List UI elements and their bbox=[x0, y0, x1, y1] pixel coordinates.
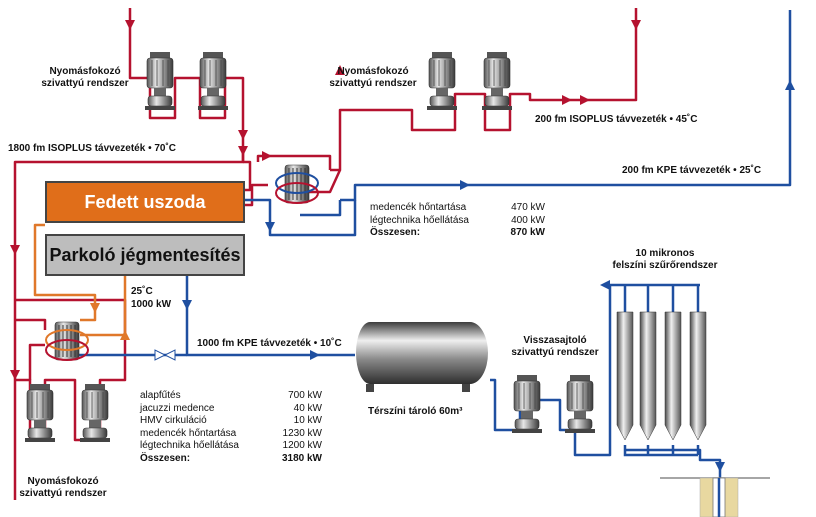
hot-pipe-main-left bbox=[128, 8, 245, 162]
hot-pipe-hx-bottom bbox=[15, 318, 47, 330]
pipe-label-1000-kpe: 1000 fm KPE távvezeték • 10˚C bbox=[197, 338, 342, 349]
cold-arrows bbox=[182, 80, 795, 472]
pump-reinjection-1-icon bbox=[511, 374, 543, 434]
pool-box: Fedett uszoda bbox=[45, 181, 245, 223]
well-icon bbox=[660, 477, 770, 517]
hot-pipe-hx2 bbox=[300, 169, 342, 194]
table-total-row: Összesen:3180 kW bbox=[140, 452, 322, 464]
filter-system-icon bbox=[616, 285, 707, 457]
storage-tank-icon bbox=[356, 322, 488, 392]
tank-label: Térszíni tároló 60m³ bbox=[368, 406, 463, 417]
cold-pipe-hx-right bbox=[300, 200, 342, 217]
warm-arrows bbox=[90, 303, 130, 340]
pump-top-left-2-icon bbox=[197, 51, 229, 111]
temp-label: 25˚C bbox=[131, 286, 153, 297]
cold-pipe-pool-hx bbox=[245, 198, 357, 237]
hot-pipe-hx-bottom2 bbox=[28, 343, 45, 380]
pipe-label-200-isoplus: 200 fm ISOPLUS távvezeték • 45˚C bbox=[535, 114, 698, 125]
hot-pipe-hx-loop bbox=[330, 8, 638, 172]
heat-exchanger-bottom-icon bbox=[45, 321, 89, 361]
cold-pipe-200kpe bbox=[340, 10, 792, 202]
pump-top-left-1-icon bbox=[144, 51, 176, 111]
pump-top-mid-2-icon bbox=[481, 51, 513, 111]
heat-exchanger-top-icon bbox=[275, 164, 319, 204]
cold-pipe-tank-out bbox=[490, 283, 700, 457]
warm-pipe-1 bbox=[33, 223, 97, 322]
pump-reinjection-2-icon bbox=[564, 374, 596, 434]
warm-pipe-2 bbox=[80, 276, 127, 337]
pump-top-mid-1-icon bbox=[426, 51, 458, 111]
pump-bottom-left-1-icon bbox=[24, 383, 56, 443]
hot-pipe-pool-return bbox=[245, 183, 268, 207]
hot-pipe-hx-top bbox=[256, 154, 332, 170]
table-total-row: Összesen:870 kW bbox=[370, 227, 545, 238]
power-label: 1000 kW bbox=[131, 299, 172, 310]
hot-pipe-pool-feed bbox=[243, 160, 252, 192]
hot-arrows bbox=[10, 20, 641, 380]
valve-icon bbox=[154, 349, 176, 361]
pipe-label-200-kpe: 200 fm KPE távvezeték • 25˚C bbox=[622, 165, 762, 176]
pump-bottom-left-2-icon bbox=[79, 383, 111, 443]
parking-box: Parkoló jégmentesítés bbox=[45, 234, 245, 276]
pipe-label-1800: 1800 fm ISOPLUS távvezeték • 70˚C bbox=[8, 143, 177, 154]
